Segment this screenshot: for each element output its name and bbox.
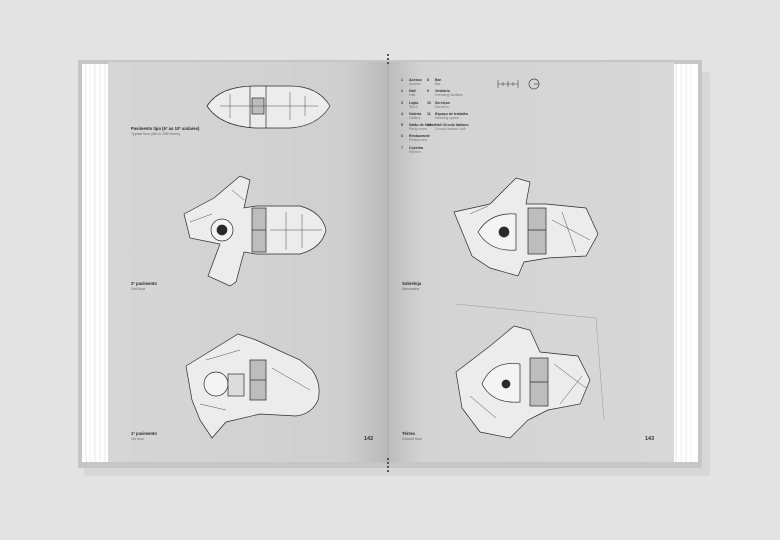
- scale-bar: [497, 80, 519, 88]
- north-arrow-icon: [528, 78, 540, 90]
- site-boundary-line: [455, 303, 597, 319]
- plan-label-en: 1st floor: [131, 436, 144, 441]
- legend-number: 11: [427, 111, 431, 116]
- floor-plan-first: [185, 333, 320, 439]
- legend-en: Services: [435, 104, 449, 109]
- plan-label-pt: Sobreloja: [402, 281, 422, 286]
- legend-en: Restaurant: [409, 138, 427, 143]
- plan-label-pt: 1º pavimento: [131, 431, 157, 436]
- legend-en: Circolo Italiano hall: [435, 127, 466, 132]
- plan-label-first-floor: 1º pavimento 1st floor: [131, 431, 211, 441]
- plan-label-pt: Térreo: [402, 431, 416, 436]
- legend-pt: Cozinha: [409, 145, 423, 150]
- legend-en: Store: [409, 104, 418, 109]
- legend-en: Dressing facilities: [435, 93, 463, 98]
- plan-label-pt: Pavimento tipo (6º ao 10º andares): [131, 126, 200, 131]
- legend-en: Kitchen: [409, 149, 421, 154]
- floor-plan-second: [183, 175, 327, 287]
- legend-pt: Bar: [435, 78, 441, 82]
- plan-label-ground-floor: Térreo Ground floor: [402, 431, 462, 441]
- page-number-left: 142: [364, 436, 374, 442]
- floor-plan-mezzanine: [453, 177, 599, 277]
- plan-label-typical-floor: Pavimento tipo (6º ao 10º andares) Typic…: [131, 126, 251, 136]
- plan-label-mezzanine: Sobreloja Mezzanine: [402, 281, 462, 291]
- legend-pt: Restaurante: [409, 134, 430, 139]
- floor-plan-typical: [206, 85, 331, 129]
- plan-label-second-floor: 2º pavimento 2nd floor: [131, 281, 211, 291]
- legend-en: Working space: [435, 115, 459, 120]
- plan-label-en: 2nd floor: [131, 286, 145, 291]
- legend-number: 12: [427, 123, 431, 127]
- site-boundary-line: [595, 317, 605, 421]
- legend-number: 7: [401, 145, 403, 150]
- page-number-right: 143: [645, 436, 655, 442]
- legend-pt: Hall: [409, 89, 416, 94]
- plan-label-en: Mezzanine: [402, 286, 420, 291]
- legend-number: 1: [401, 78, 403, 82]
- legend-en: Hall: [409, 93, 416, 98]
- legend-number: 2: [401, 89, 403, 94]
- legend-en: Bar: [435, 82, 441, 87]
- legend-number: 10: [427, 100, 431, 105]
- legend-pt: Acesso: [409, 78, 422, 82]
- legend-pt: Vestiário: [435, 89, 450, 94]
- legend-number: 8: [427, 78, 429, 82]
- plan-label-en: Ground floor: [402, 436, 422, 441]
- legend-number: 3: [401, 100, 403, 105]
- legend-en: Access: [409, 82, 421, 87]
- legend-pt: Serviços: [435, 100, 450, 105]
- legend-en: Party room: [409, 127, 427, 132]
- legend-pt: Hall Circolo Italiano: [435, 123, 469, 127]
- floor-plan-ground: [455, 325, 591, 439]
- legend-en: Gallery: [409, 115, 421, 120]
- plan-label-en: Typical floor (6th to 10th floors): [131, 131, 181, 136]
- legend-pt: Salão de festas: [409, 123, 436, 127]
- legend-number: 5: [401, 123, 403, 127]
- plan-label-pt: 2º pavimento: [131, 281, 157, 286]
- legend-pt: Lojas: [409, 100, 419, 105]
- page-edges-right: [672, 64, 698, 462]
- legend-pt: Espaço de trabalho: [435, 111, 469, 116]
- legend-number: 6: [401, 134, 403, 139]
- legend-number: 9: [427, 89, 429, 94]
- legend-number: 4: [401, 111, 403, 116]
- legend-pt: Galeria: [409, 111, 422, 116]
- page-edges-left: [82, 64, 108, 462]
